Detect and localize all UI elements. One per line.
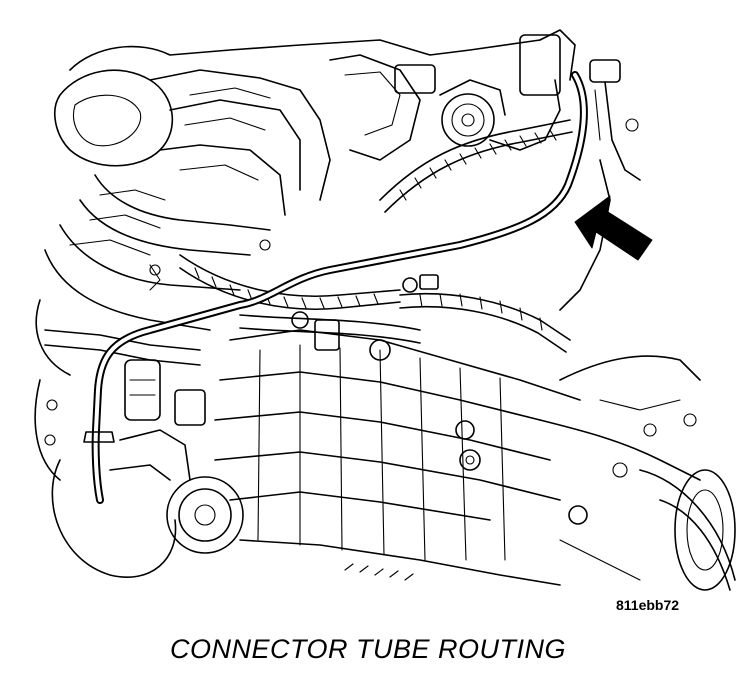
intake-manifold xyxy=(44,29,576,331)
pump-pulley xyxy=(34,299,244,578)
engine-block xyxy=(214,274,581,586)
throttle-body xyxy=(439,59,641,311)
figure-caption: CONNECTOR TUBE ROUTING xyxy=(169,634,566,664)
figure-code: 811ebb72 xyxy=(616,597,680,613)
transmission-housing xyxy=(539,355,736,591)
arrow-icon xyxy=(574,195,653,261)
connector-tube xyxy=(83,71,588,504)
wiring-harness xyxy=(179,119,573,353)
engine-line-drawing xyxy=(34,29,736,591)
